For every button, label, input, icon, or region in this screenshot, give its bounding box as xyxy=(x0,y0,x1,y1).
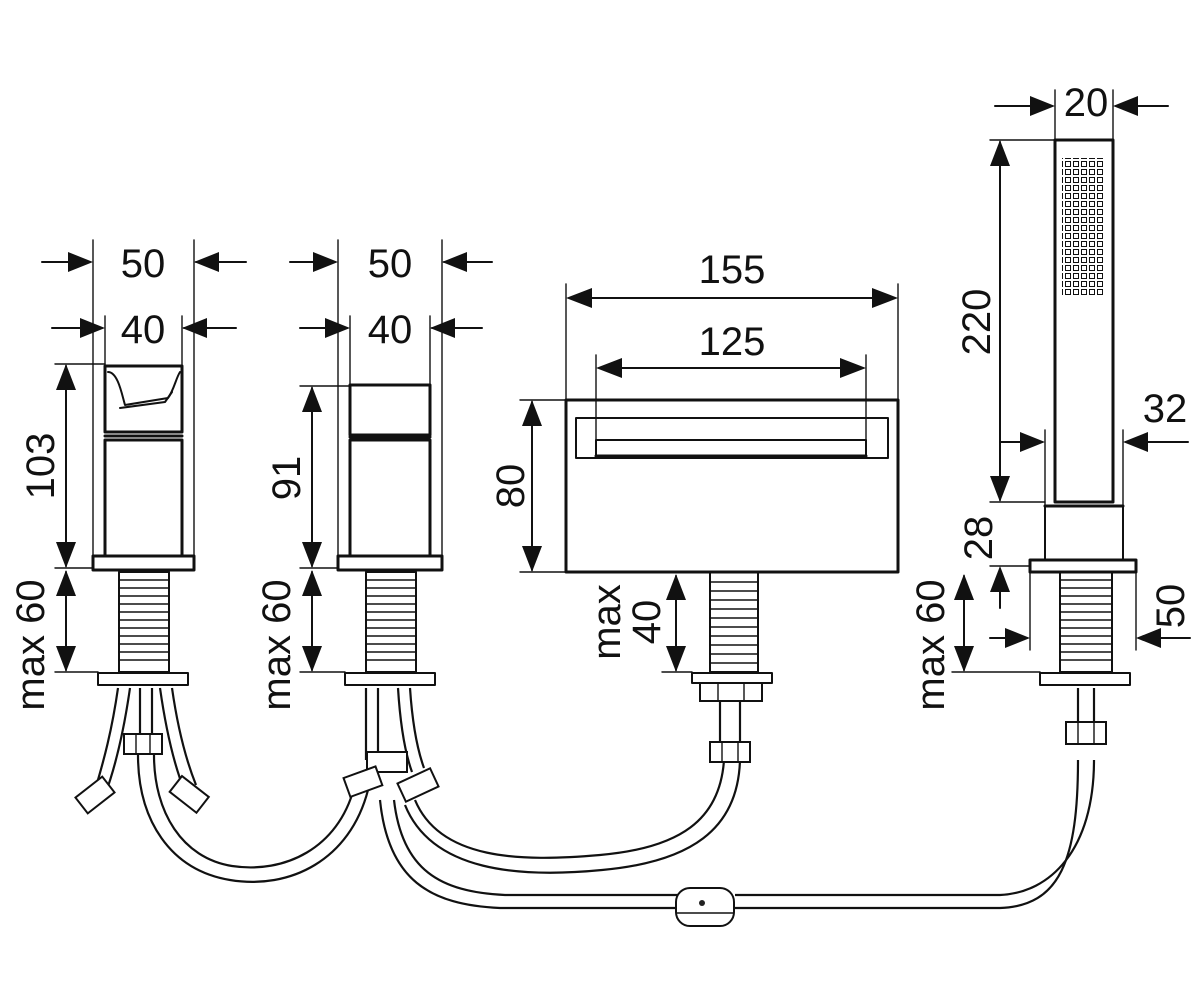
dim-shower-length: 220 xyxy=(955,289,999,356)
dim-spout-install-label: max xyxy=(585,584,629,660)
thread-lines xyxy=(118,579,170,661)
dim-spout-height: 80 xyxy=(489,464,533,509)
thread-lines xyxy=(365,579,417,661)
dim-spout-width-inner: 125 xyxy=(699,320,766,364)
dim-shower-width: 20 xyxy=(1064,81,1109,125)
dim-left-height: 103 xyxy=(19,433,63,500)
thread-lines xyxy=(1059,579,1113,661)
dim-mid-width-inner: 40 xyxy=(368,308,413,352)
dim-mid-width-outer: 50 xyxy=(368,242,413,286)
dim-mid-height: 91 xyxy=(265,456,309,501)
dim-shower-install: max 60 xyxy=(909,579,953,710)
component-middle-valve xyxy=(336,383,444,803)
component-left-valve xyxy=(74,364,211,815)
thread-lines xyxy=(709,581,759,664)
dim-shower-flange: 50 xyxy=(1149,584,1193,629)
component-cascade-spout xyxy=(564,398,900,927)
dim-left-width-outer: 50 xyxy=(121,242,166,286)
dim-spout-width-outer: 155 xyxy=(699,248,766,292)
dim-left-width-inner: 40 xyxy=(121,308,166,352)
dim-shower-holder-height: 28 xyxy=(957,516,1001,561)
dim-left-install: max 60 xyxy=(9,579,53,710)
hoses xyxy=(93,687,1096,910)
component-hand-shower xyxy=(1028,138,1138,745)
dim-shower-holder-width: 32 xyxy=(1143,387,1188,431)
dimensions xyxy=(41,89,1191,673)
dim-mid-install: max 60 xyxy=(255,579,299,710)
dimension-labels: 50 40 103 max 60 50 40 91 max 60 155 125… xyxy=(9,81,1193,711)
dim-spout-install-value: 40 xyxy=(625,600,669,645)
